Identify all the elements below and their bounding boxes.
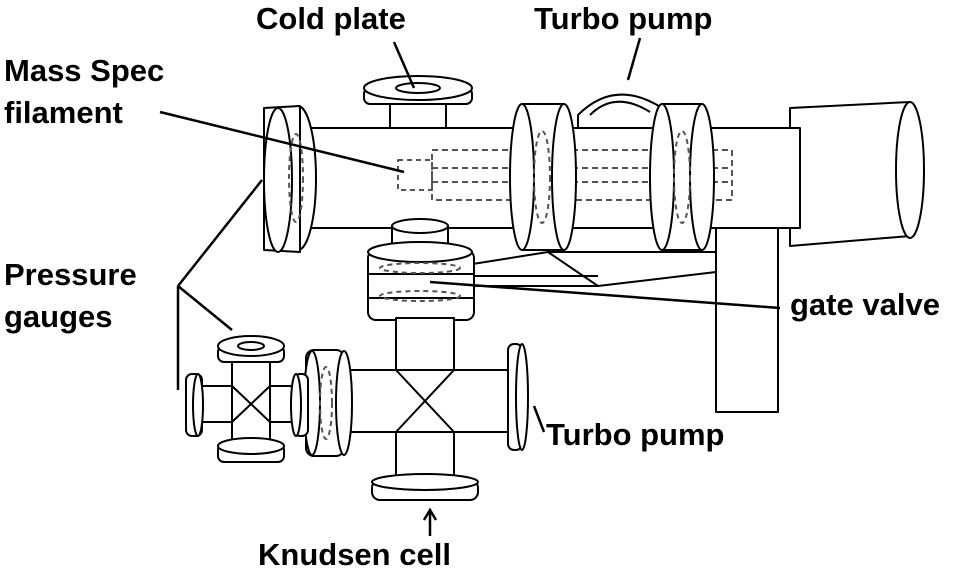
knudsen-arrowhead [422, 507, 438, 521]
leader-lines [159, 37, 781, 536]
leader-turbo-top [626, 37, 642, 81]
upper-turbo-pump [577, 93, 663, 131]
label-gate-valve: gate valve [790, 287, 940, 322]
leader-cold-plate [392, 41, 416, 89]
label-mass-spec-line2: filament [4, 95, 123, 130]
gate-valve-stack [367, 218, 475, 321]
leader-mass-spec [159, 110, 405, 174]
knudsen-flange [371, 473, 479, 501]
cross-right-flange [507, 343, 529, 451]
cross-left-flange [303, 349, 353, 457]
label-turbo-pump-top: Turbo pump [534, 1, 713, 36]
label-pressure-line1: Pressure [4, 257, 137, 292]
label-turbo-pump-bottom: Turbo pump [546, 417, 725, 452]
gate-valve-plate [459, 251, 717, 287]
middle-flange-2 [649, 103, 715, 251]
label-knudsen-cell: Knudsen cell [258, 537, 451, 572]
leader-pressure-1 [177, 179, 263, 287]
cold-plate-flange [363, 75, 473, 149]
right-end-housing [715, 101, 925, 413]
leader-pressure-2 [177, 285, 233, 331]
leader-gate-valve [429, 280, 781, 310]
label-cold-plate: Cold plate [256, 1, 406, 36]
leader-turbo-bottom [532, 405, 546, 433]
lower-cross [339, 317, 515, 485]
label-pressure-line2: gauges [4, 299, 113, 334]
middle-flange-1 [509, 103, 577, 251]
left-main-flange [263, 105, 317, 253]
gauge-cross [185, 335, 309, 463]
label-mass-spec-line1: Mass Spec [4, 53, 165, 88]
